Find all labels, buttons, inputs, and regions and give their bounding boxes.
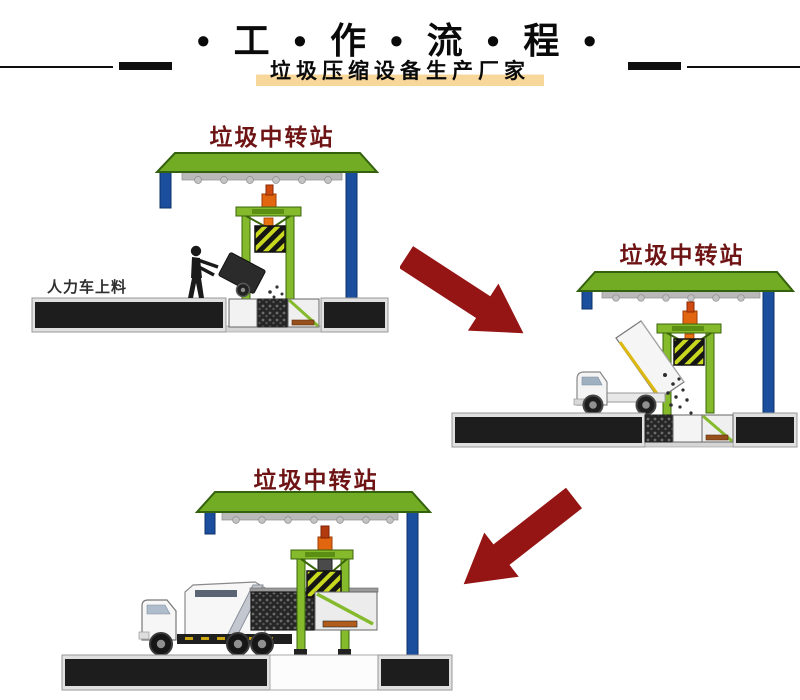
scene3-label: 垃圾中转站 (253, 467, 379, 493)
scene1-caption: 人力车上料 (47, 279, 128, 296)
header-line-left-thick (119, 62, 172, 70)
arrow-down-right-icon (400, 246, 524, 334)
page-title: • 工 • 作 • 流 • 程 • (196, 20, 604, 61)
arrow-down-left-icon (463, 487, 583, 585)
scene3-illustration (61, 491, 453, 691)
header-line-right-thin (687, 66, 800, 68)
scene2-illustration (451, 271, 798, 448)
compactor-machine (290, 525, 378, 656)
canopy (194, 491, 433, 656)
press-ram-block (254, 225, 286, 253)
worker-with-cart (188, 245, 284, 299)
page-subtitle-row: 垃圾压缩设备生产厂家 (0, 57, 800, 87)
garbage-pit (228, 298, 320, 328)
page-subtitle: 垃圾压缩设备生产厂家 (256, 57, 544, 87)
header-line-right-thick (628, 62, 681, 70)
ground-platform (451, 412, 798, 448)
press-ram-block (673, 338, 705, 366)
tipper-truck (573, 320, 685, 416)
scene1-label: 垃圾中转站 (209, 124, 335, 150)
ground-platform (31, 297, 389, 333)
header-line-left-thin (0, 66, 113, 68)
scene2-label: 垃圾中转站 (619, 242, 745, 268)
canopy (575, 271, 796, 414)
compactor-machine (235, 184, 302, 301)
hand-cart (218, 252, 266, 294)
garbage-pit (644, 414, 734, 443)
scene1-illustration (31, 152, 389, 333)
discharge-hopper (314, 591, 378, 631)
ground-platform (61, 654, 453, 691)
